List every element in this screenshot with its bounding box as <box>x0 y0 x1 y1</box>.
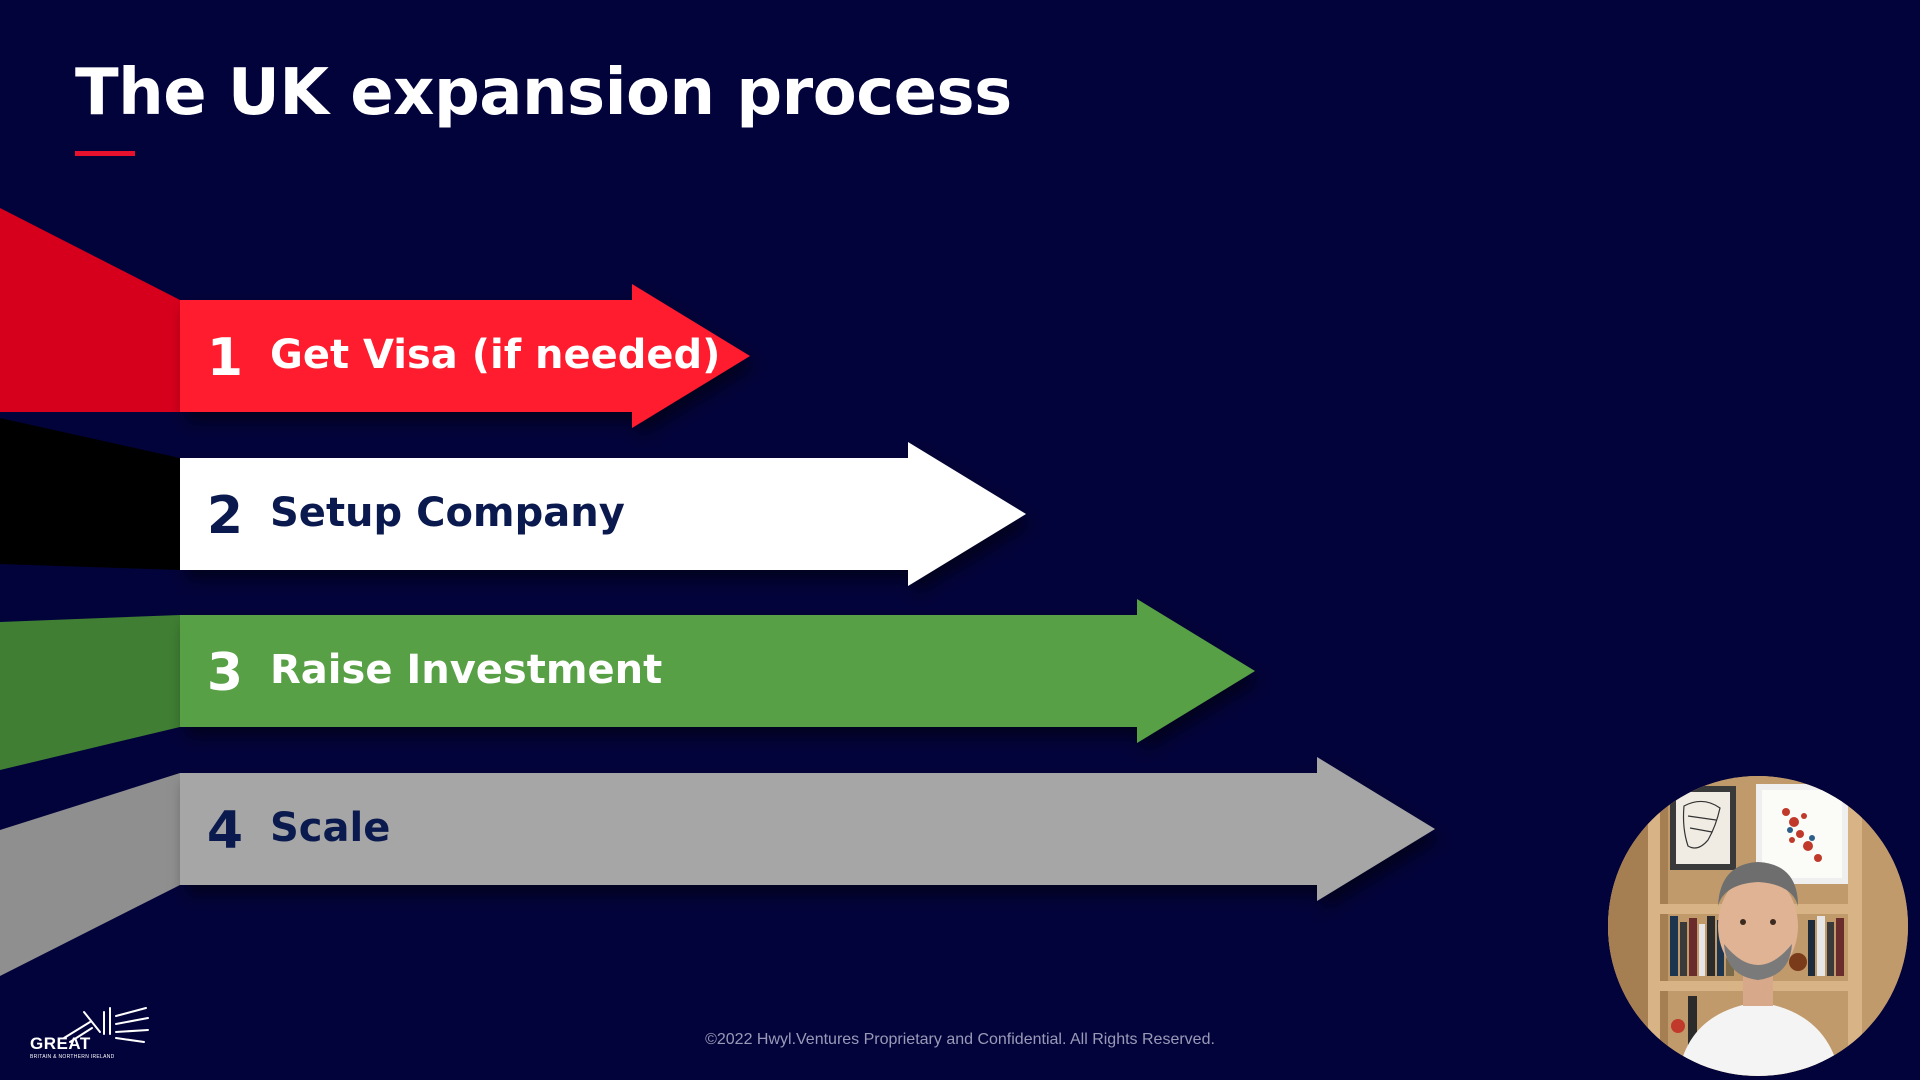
step-4-arrow <box>180 757 1435 901</box>
step-1-arrow-tail <box>0 208 180 412</box>
step-3-label: Raise Investment <box>270 647 663 693</box>
step-1-label: Get Visa (if needed) <box>270 332 721 378</box>
step-2-number: 2 <box>206 486 244 546</box>
step-3-number: 3 <box>206 643 244 703</box>
great-britain-logo: GREAT BRITAIN & NORTHERN IRELAND <box>24 1004 149 1064</box>
copyright-footer: ©2022 Hwyl.Ventures Proprietary and Conf… <box>705 1031 1215 1048</box>
page-title: The UK expansion process <box>75 56 1012 130</box>
union-flag-icon <box>63 1007 149 1043</box>
step-4-arrow-tail <box>0 773 180 976</box>
step-4-label: Scale <box>270 805 391 851</box>
logo-subtitle: BRITAIN & NORTHERN IRELAND <box>30 1054 115 1060</box>
step-2-arrow <box>180 442 1026 586</box>
presenter-webcam <box>1608 776 1908 1076</box>
title-underline <box>75 151 135 156</box>
logo-word: GREAT <box>30 1034 91 1053</box>
step-4-number: 4 <box>206 801 244 861</box>
presenter-video <box>1608 776 1908 1076</box>
step-2-arrow-tail <box>0 418 180 570</box>
step-3-arrow <box>180 599 1255 743</box>
step-1-arrow <box>180 284 750 428</box>
step-3-arrow-tail <box>0 615 180 770</box>
step-1-number: 1 <box>206 328 244 388</box>
step-2-label: Setup Company <box>270 490 625 536</box>
